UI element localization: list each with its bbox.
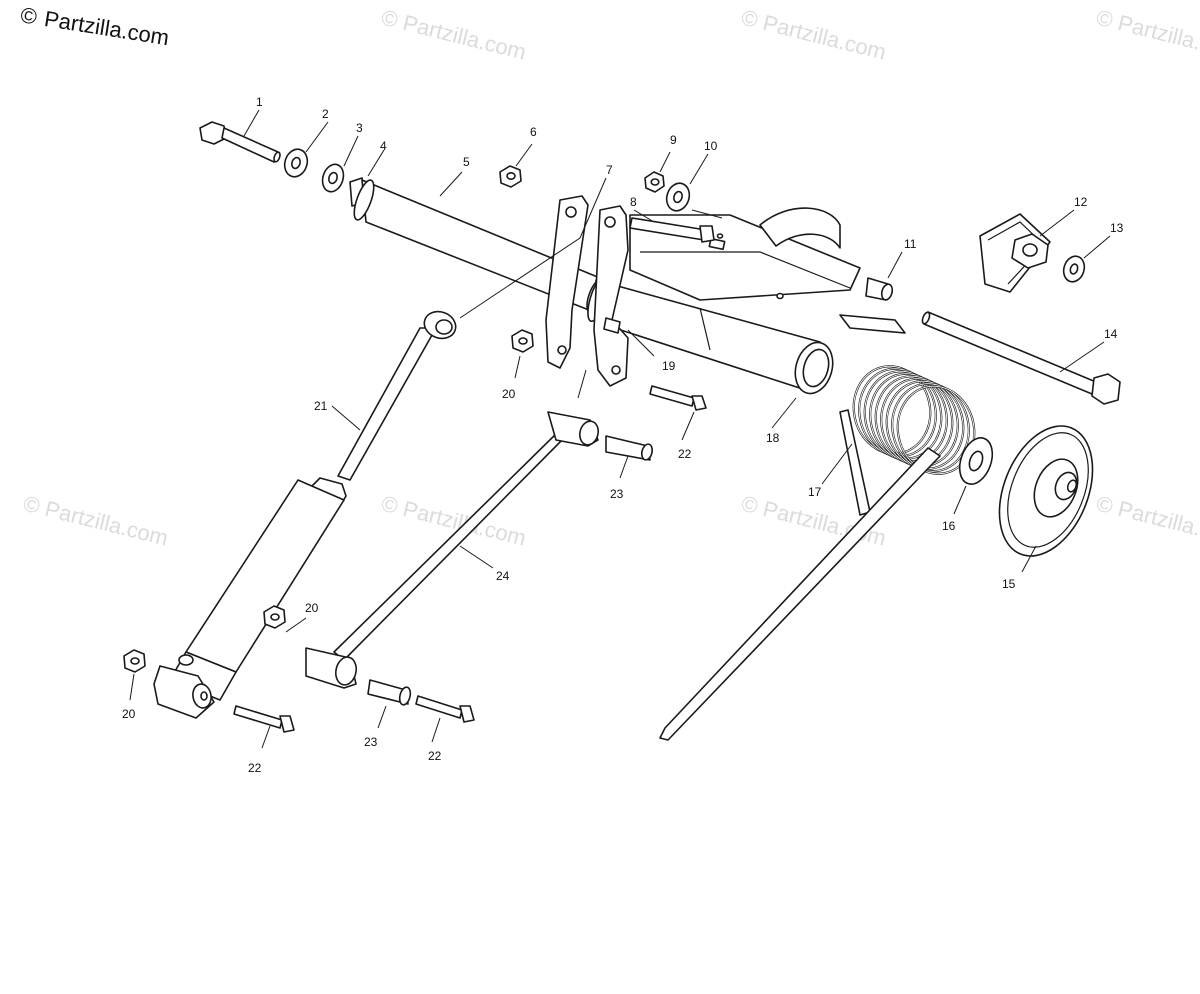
bolt-icon[interactable] [649,385,707,411]
callout-labels: 1 2 3 4 5 6 7 8 9 10 11 12 13 14 15 16 1… [122,95,1124,775]
spring-coil [864,370,942,460]
washer-icon[interactable] [1060,254,1087,285]
leader-line [691,209,723,219]
callout-8: 8 [630,195,637,209]
nut-icon[interactable] [123,649,146,673]
callout-9: 9 [670,133,677,147]
callout-18: 18 [766,431,780,445]
watermark-mid-1: © Partzilla.com [21,491,171,551]
bushing-icon[interactable] [603,317,621,334]
washer-icon[interactable] [954,433,999,488]
spring-coil [897,385,975,475]
brand-logo: © Partzilla.com [19,2,171,50]
washer-icon[interactable] [663,180,693,213]
copyright-mark: © [19,2,39,29]
control-arm-icon[interactable] [305,411,601,689]
nut-icon[interactable] [644,171,665,193]
callout-20-middle: 20 [305,601,319,615]
mount-bracket[interactable] [545,195,629,387]
callout-22-middle: 22 [428,749,442,763]
callout-4: 4 [380,139,387,153]
bushing-icon[interactable] [367,679,412,706]
callout-22-left: 22 [248,761,262,775]
nut-icon[interactable] [263,605,286,629]
leader-lines [129,109,1111,749]
watermark-top-1: © Partzilla.com [379,5,529,65]
rod-icon[interactable] [584,277,838,398]
callout-24: 24 [496,569,510,583]
callout-10: 10 [704,139,718,153]
callout-3: 3 [356,121,363,135]
callout-20-top: 20 [502,387,516,401]
bolt-icon[interactable] [415,695,475,723]
callout-22-top: 22 [678,447,692,461]
bushing-icon[interactable] [605,435,654,461]
bushing-icon[interactable] [865,277,894,301]
spring-coil [886,380,964,470]
callout-2: 2 [322,107,329,121]
callout-1: 1 [256,95,263,109]
callout-12: 12 [1074,195,1088,209]
watermark-mid-4: © Partzilla.com [1094,491,1200,551]
nut-icon[interactable] [511,329,534,353]
shock-absorber-icon[interactable] [153,307,459,719]
bolt-icon[interactable] [199,121,281,163]
callout-16: 16 [942,519,956,533]
torsion-spring-icon[interactable] [659,359,982,741]
callout-5: 5 [463,155,470,169]
callout-17: 17 [808,485,822,499]
callout-23-bottom: 23 [364,735,378,749]
bumper-block[interactable] [979,213,1051,293]
callout-6: 6 [530,125,537,139]
bolt-icon[interactable] [921,311,1121,405]
nut-icon[interactable] [499,165,522,188]
callout-11: 11 [904,237,917,251]
idler-wheel-icon[interactable] [982,412,1111,570]
brand-name: Partzilla.com [43,6,171,50]
washer-icon[interactable] [319,162,347,195]
callout-13: 13 [1110,221,1124,235]
callout-19: 19 [662,359,676,373]
callout-15: 15 [1002,577,1016,591]
bolt-icon[interactable] [629,217,715,243]
callout-14: 14 [1104,327,1118,341]
spring-coil [891,383,970,472]
callout-20-left: 20 [122,707,136,721]
bolt-icon[interactable] [233,705,295,733]
callout-23-top: 23 [610,487,624,501]
watermark-top-2: © Partzilla.com [739,5,889,65]
washer-icon[interactable] [281,146,311,179]
callout-21: 21 [314,399,328,413]
watermark-top-3: © Partzilla.com [1094,5,1200,65]
callout-7: 7 [606,163,613,177]
